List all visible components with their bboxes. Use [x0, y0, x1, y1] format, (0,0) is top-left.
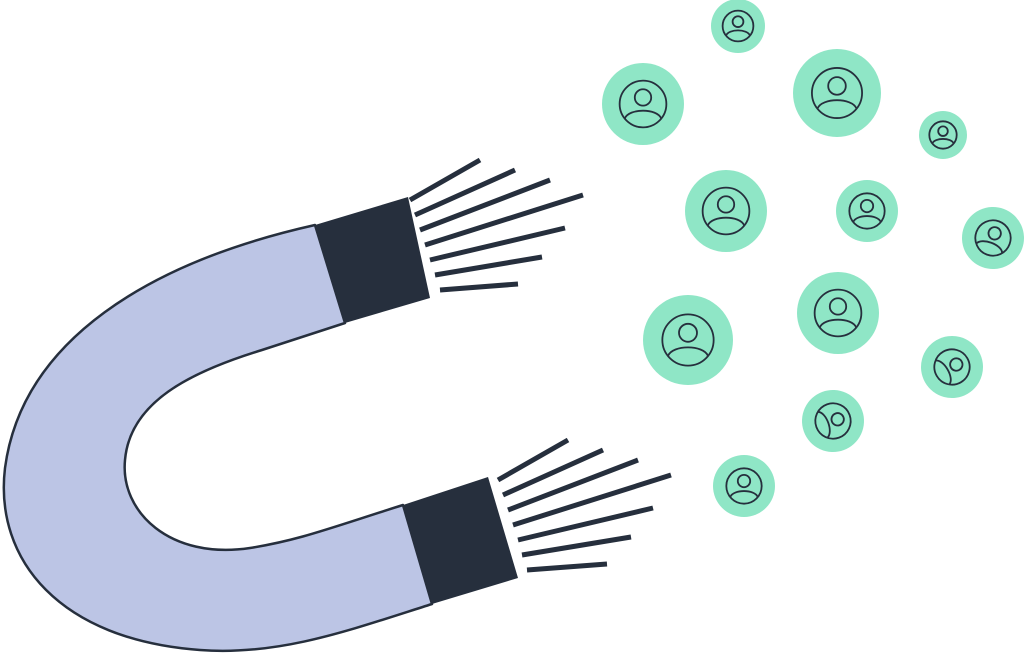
user-avatar-icon — [802, 390, 864, 452]
user-avatar-icon — [836, 180, 898, 242]
field-line — [424, 192, 584, 248]
field-line — [429, 225, 566, 263]
field-line — [434, 254, 543, 278]
field-line — [501, 447, 605, 498]
field-line — [521, 534, 632, 558]
user-avatar-icon — [962, 207, 1024, 269]
field-line — [507, 457, 639, 513]
user-avatar-icon — [919, 111, 967, 159]
user-avatar-icon — [713, 455, 775, 517]
user-bubbles — [602, 0, 1024, 517]
user-avatar-icon — [643, 295, 733, 385]
user-avatar-icon — [711, 0, 765, 53]
field-line — [512, 472, 672, 528]
magnet-pole-bottom — [403, 477, 518, 604]
field-line — [408, 157, 482, 203]
field-line — [419, 177, 551, 233]
user-avatar-icon — [602, 63, 684, 145]
field-line — [439, 281, 519, 293]
magnetic-field-lines — [408, 157, 672, 573]
user-avatar-icon — [685, 170, 767, 252]
magnet-icon — [2, 157, 672, 653]
field-line — [413, 167, 517, 218]
magnet-pole-top — [315, 197, 430, 323]
user-avatar-icon — [921, 336, 983, 398]
user-avatar-icon — [797, 272, 879, 354]
magnet-body — [2, 223, 434, 653]
user-avatar-icon — [793, 49, 881, 137]
field-line — [496, 437, 570, 483]
field-line — [526, 561, 608, 573]
field-line — [517, 505, 654, 543]
